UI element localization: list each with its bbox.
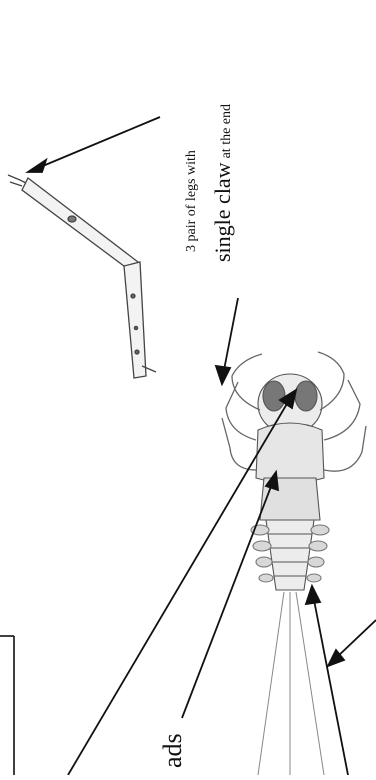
arrow-to-leg-detail [28, 117, 160, 172]
legs-label-suffix: at the end [219, 104, 234, 158]
arrow-to-abdomen [306, 586, 348, 775]
legs-label-prefix: 3 pair of legs with [184, 150, 200, 252]
arrow-to-tails [328, 620, 376, 666]
label-box-frame [0, 636, 14, 775]
legs-label-emphasis: single claw [210, 162, 235, 262]
wing-pads-label: ads [158, 733, 188, 768]
legs-label-claw: single claw at the end [210, 104, 236, 262]
leg-detail-drawing [8, 175, 156, 378]
nymph-body-drawing [251, 374, 329, 775]
